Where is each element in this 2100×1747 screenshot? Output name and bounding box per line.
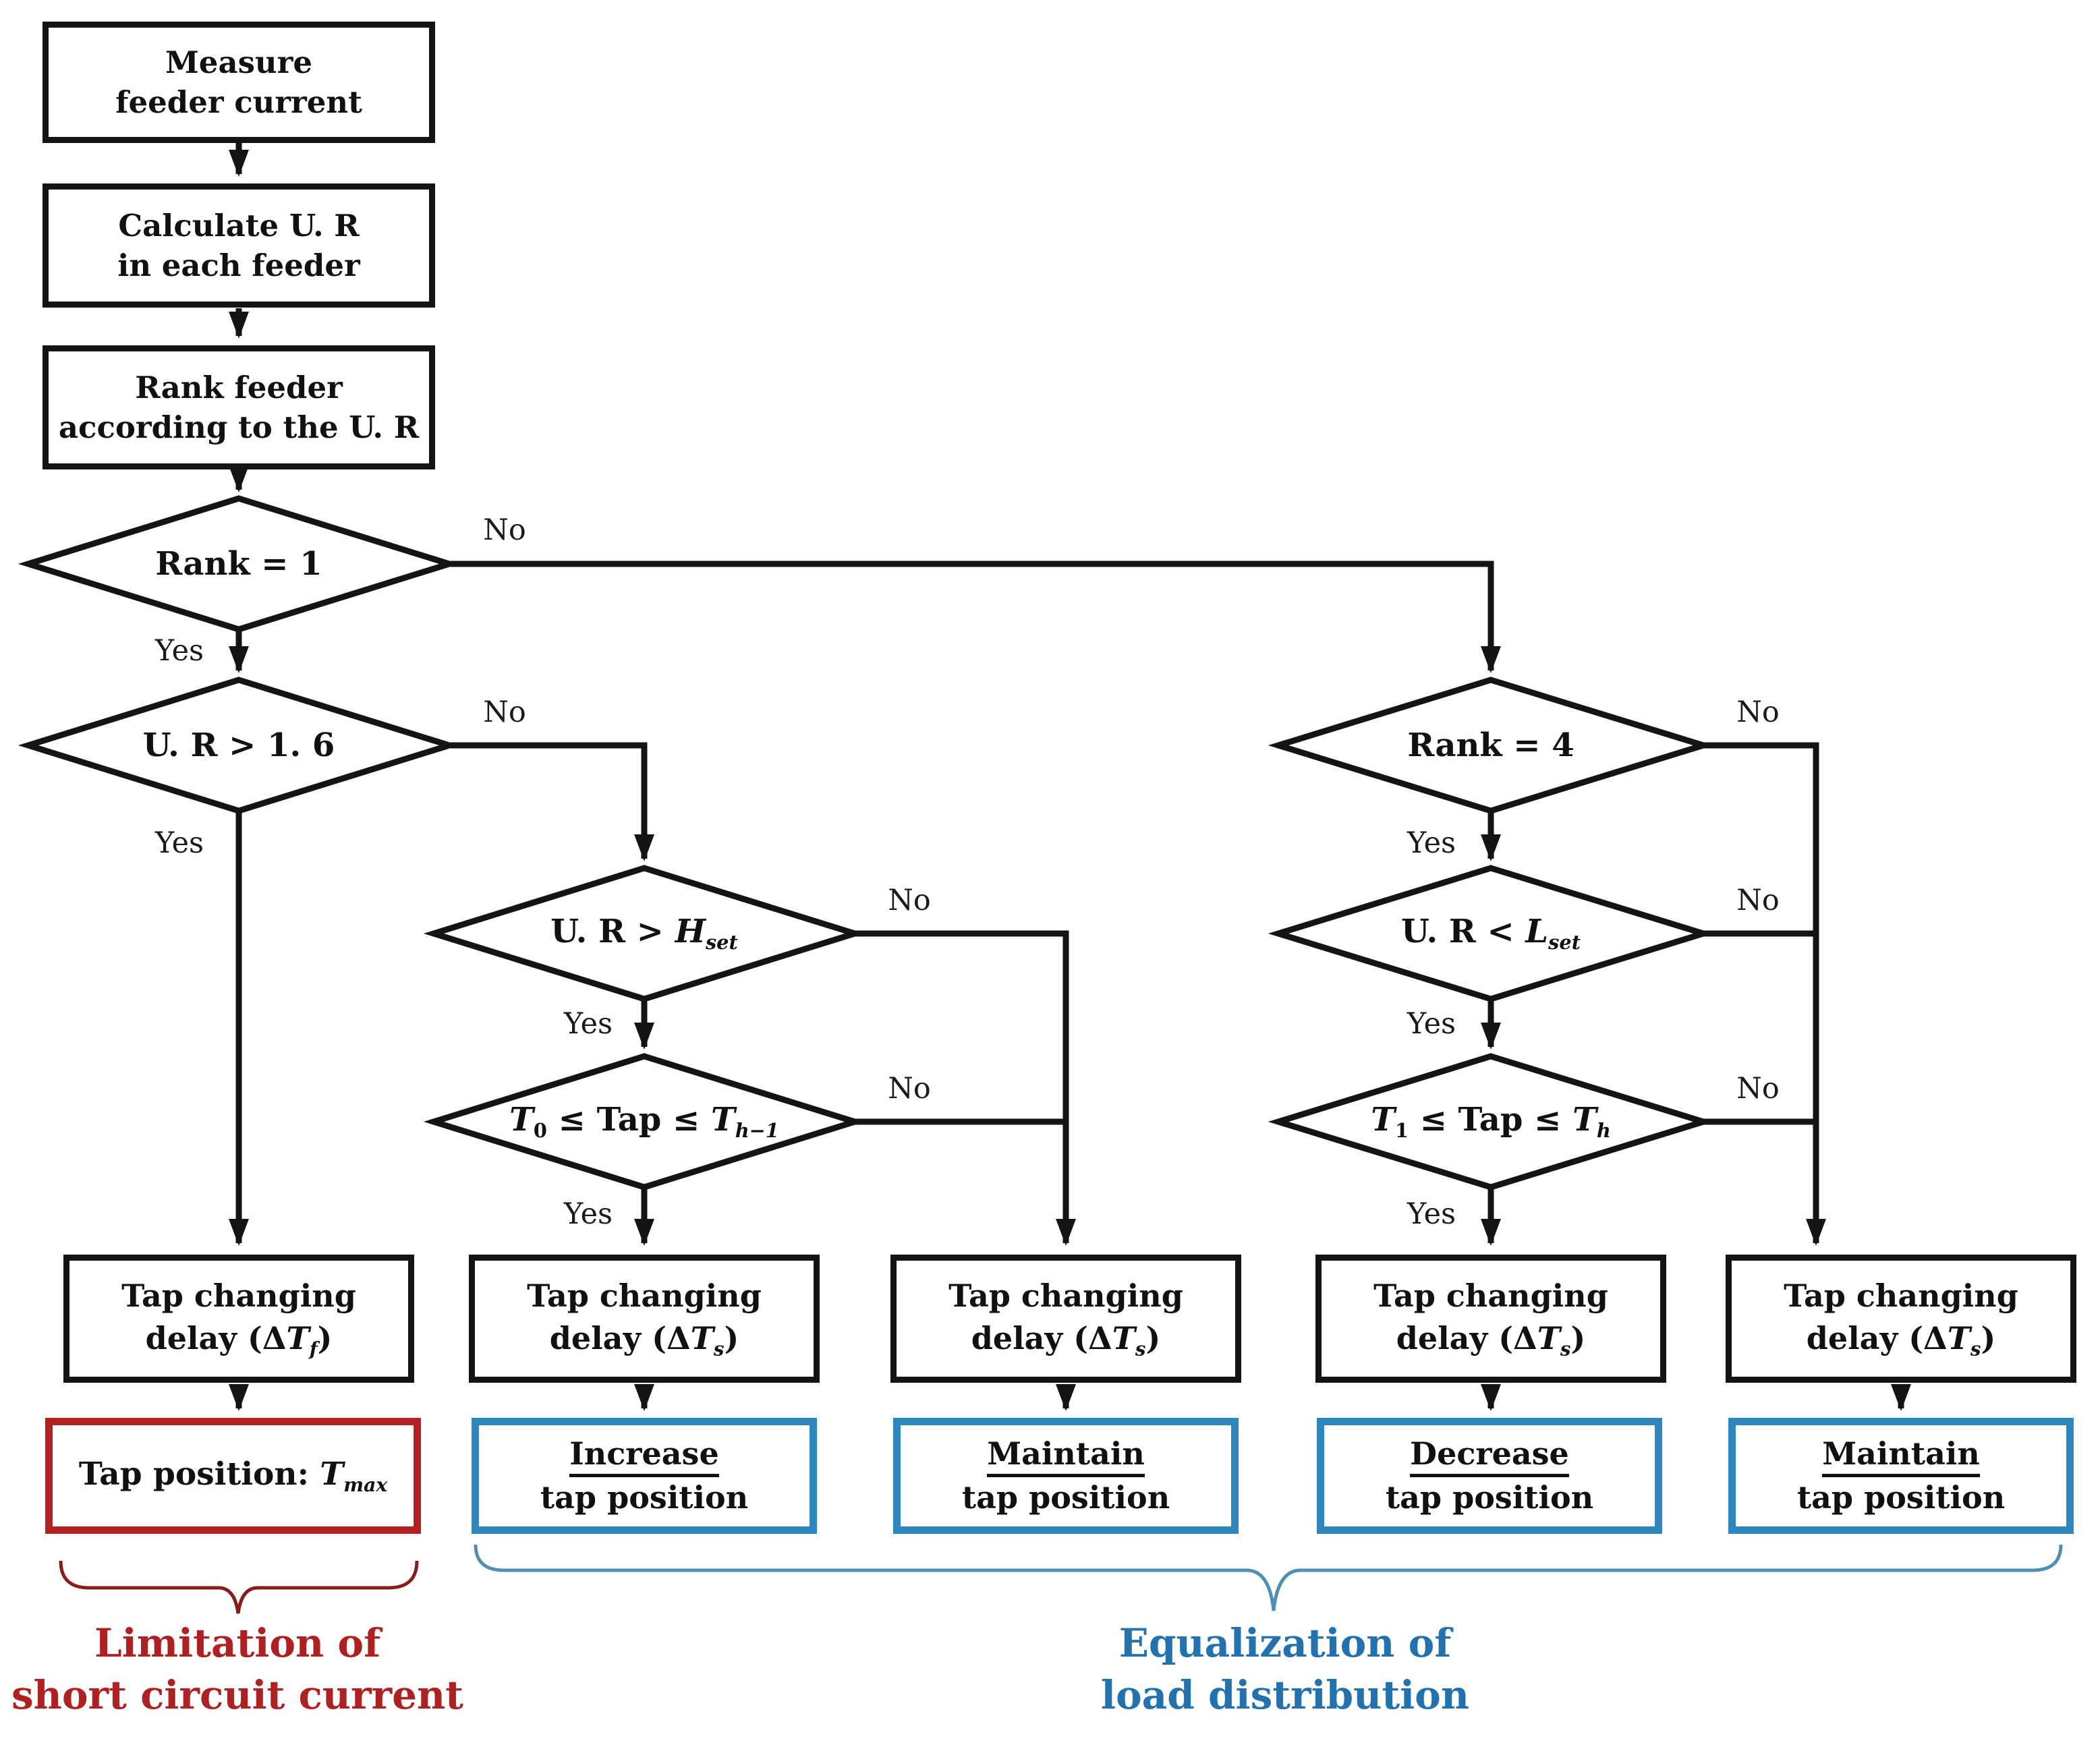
decision-rank4-shape (1268, 677, 1714, 814)
label-urlset-no: No (1736, 884, 1780, 917)
edge-rank1-no-rank4 (451, 561, 1501, 673)
label-taplow-yes: Yes (1407, 1197, 1456, 1231)
decision-ur16-label: U. R > 1. 6 (142, 726, 335, 764)
decision-ur-lset-label: U. R < Lset (1401, 913, 1581, 954)
edge-urhset-no-merge (855, 930, 1076, 1246)
decision-tap-high-label: T0 ≤ Tap ≤ Th−1 (509, 1101, 779, 1143)
decision-taphigh-shape (423, 1053, 865, 1191)
decision-ur16-shape (18, 677, 460, 814)
brace-limitation (59, 1560, 419, 1614)
brace-equalization (474, 1544, 2063, 1611)
label-urhset-no: No (888, 884, 931, 917)
label-rank1-yes: Yes (154, 634, 204, 668)
decision-tap-low-label: T1 ≤ Tap ≤ Th (1371, 1101, 1611, 1143)
label-taplow-no: No (1736, 1072, 1780, 1106)
edge-ur16-no-urhset (451, 742, 654, 861)
decision-taplow-shape (1268, 1053, 1714, 1191)
label-taphigh-yes: Yes (563, 1197, 613, 1231)
label-ur16-no: No (483, 695, 526, 729)
edge-rank4-no-merge (1703, 742, 1826, 1246)
label-urlset-yes: Yes (1407, 1007, 1456, 1041)
decision-ur-hset-label: U. R > Hset (550, 913, 738, 954)
label-rank4-yes: Yes (1407, 826, 1456, 860)
label-urhset-yes: Yes (563, 1007, 613, 1041)
label-rank4-no: No (1736, 695, 1780, 729)
decision-urhset-shape (423, 865, 865, 1002)
decision-rank1-shape (18, 495, 460, 633)
label-rank1-no: No (483, 513, 526, 547)
decision-rank1-label: Rank = 1 (155, 545, 322, 583)
decision-urlset-shape (1268, 865, 1714, 1002)
label-taphigh-no: No (888, 1072, 931, 1106)
decision-rank4-label: Rank = 4 (1407, 726, 1574, 764)
outcome-tap-position-max: Tap position: Tmax (45, 1418, 421, 1534)
label-ur16-yes: Yes (154, 826, 204, 860)
